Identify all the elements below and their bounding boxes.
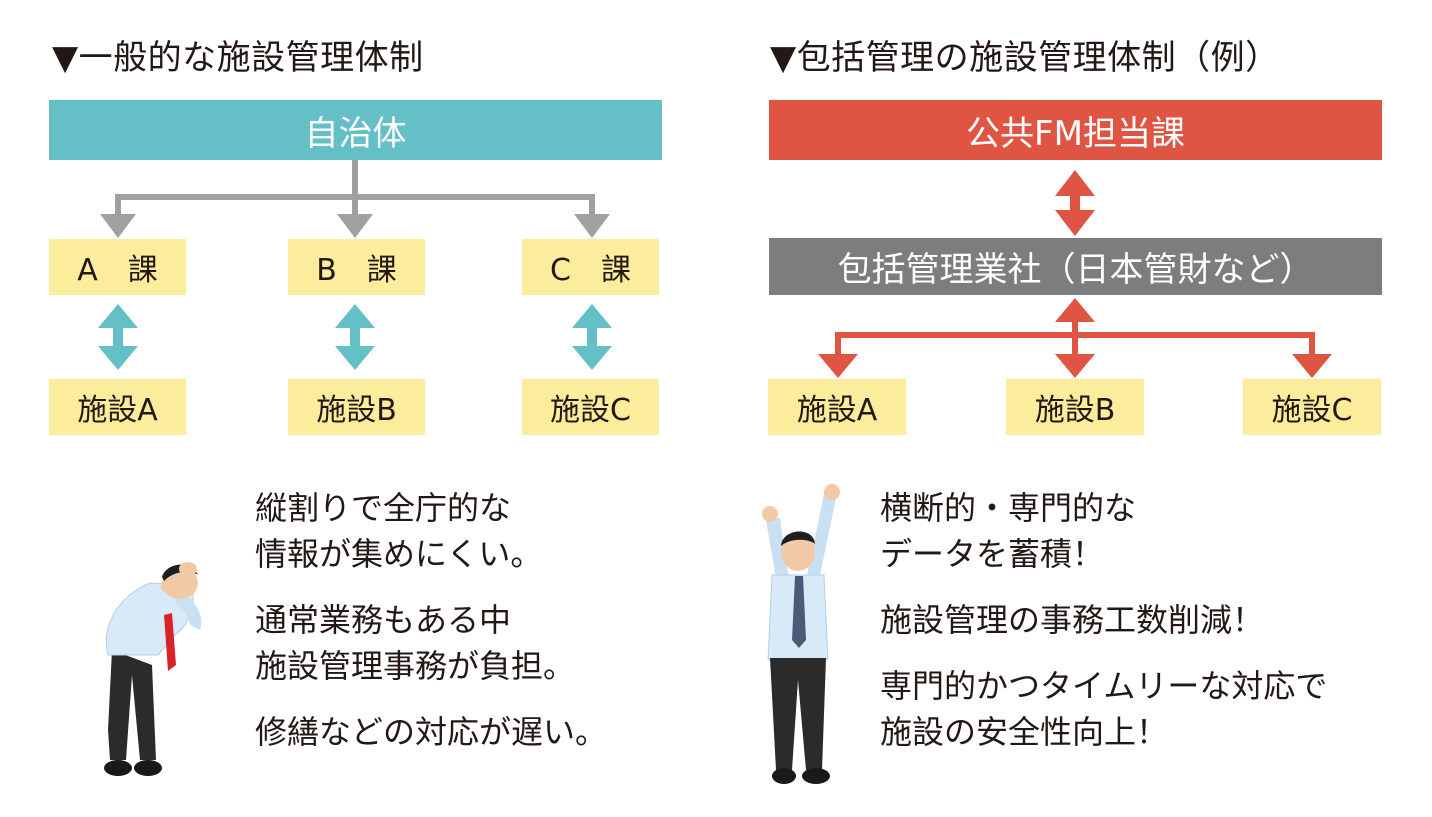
arrow-down-facility-a [818, 354, 858, 378]
left-facility-c-box: 施設C [522, 379, 659, 435]
arrow-down-c [574, 214, 610, 238]
issue-3-line-1: 修繕などの対応が遅い。 [255, 713, 608, 751]
issue-1-line-2: 情報が集めにくい。 [255, 535, 543, 573]
benefit-3-line-1: 専門的かつタイムリーな対応で [880, 667, 1328, 705]
department-a-box: A 課 [49, 239, 186, 295]
issue-2-line-1: 通常業務もある中 [255, 601, 512, 639]
issue-1-line-1: 縦割りで全庁的な [255, 489, 512, 527]
benefit-2-line-1: 施設管理の事務工数削減！ [880, 601, 1265, 639]
left-facility-a-box: 施設A [49, 379, 186, 435]
double-arrow-a [98, 304, 138, 370]
troubled-person-illustration [104, 562, 202, 776]
arrow-down-a [100, 214, 136, 238]
right-benefits: 横断的・専門的な データを蓄積！ 施設管理の事務工数削減！ 専門的かつタイムリー… [880, 485, 1327, 755]
double-arrow-c [572, 304, 612, 370]
arrow-down-b [337, 214, 373, 238]
department-b-box: B 課 [288, 239, 425, 295]
municipality-bar: 自治体 [49, 100, 662, 160]
right-facility-a-box: 施設A [768, 379, 906, 435]
benefit-1-line-1: 横断的・専門的な [880, 489, 1137, 527]
comprehensive-contractor-bar: 包括管理業社（日本管財など） [769, 238, 1382, 295]
right-heading: ▼包括管理の施設管理体制（例） [770, 38, 1280, 78]
double-arrow-fm-contractor [1055, 170, 1095, 236]
public-fm-bar: 公共FM担当課 [769, 100, 1382, 160]
issue-2-line-2: 施設管理事務が負担。 [255, 647, 576, 685]
red-tree-lines [835, 320, 1315, 356]
tree-lines [115, 160, 595, 216]
benefit-3-line-2: 施設の安全性向上！ [880, 713, 1169, 751]
left-heading: ▼一般的な施設管理体制 [52, 38, 424, 78]
right-facility-c-box: 施設C [1243, 379, 1381, 435]
right-facility-b-box: 施設B [1006, 379, 1144, 435]
arrow-down-facility-c [1292, 354, 1332, 378]
cheering-person-illustration [762, 484, 840, 784]
department-c-box: C 課 [522, 239, 659, 295]
left-facility-b-box: 施設B [288, 379, 425, 435]
arrow-down-facility-b [1055, 354, 1095, 378]
arrow-up-contractor [1055, 298, 1095, 322]
benefit-1-line-2: データを蓄積！ [880, 535, 1105, 573]
left-issues: 縦割りで全庁的な 情報が集めにくい。 通常業務もある中 施設管理事務が負担。 修… [255, 485, 607, 755]
double-arrow-b [335, 304, 375, 370]
